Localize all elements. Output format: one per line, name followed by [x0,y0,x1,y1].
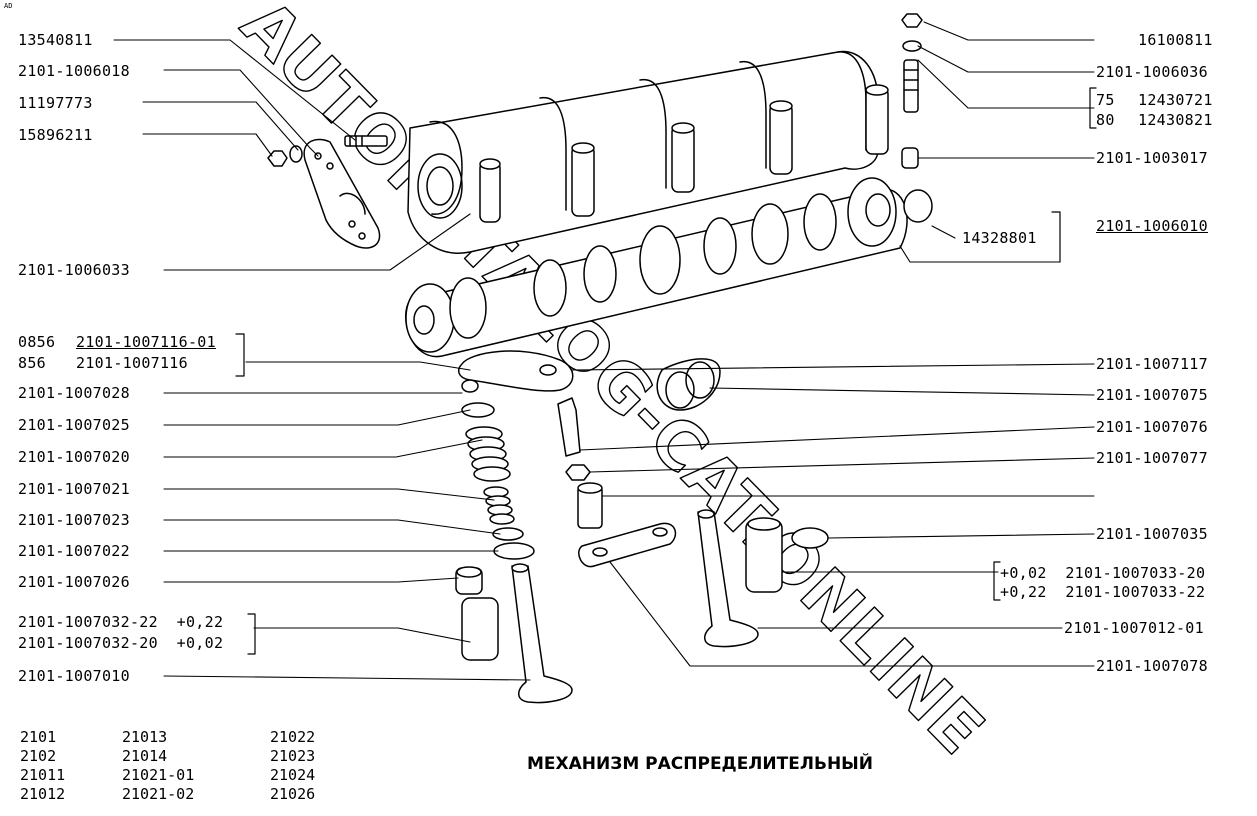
plug-cap [903,189,933,223]
label-2101-1007020: 2101-1007020 [18,448,130,466]
guide-ring [791,527,829,549]
washer [289,145,303,163]
label-0856: 0856 [18,333,56,351]
label-2101-1007117: 2101-1007117 [1096,355,1208,373]
label-856: 856 [18,354,46,372]
model-cell: 21023 [270,747,316,765]
label-2101-1007028: 2101-1007028 [18,384,130,402]
spring-plate-bracket [578,522,677,568]
top-nut [901,13,923,28]
model-cell: 21021-01 [122,766,195,784]
label-2101-1007026: 2101-1007026 [18,573,130,591]
camshaft-housing [407,50,889,254]
dowel-bush [901,147,919,169]
adjusting-bushing [577,482,603,529]
model-cell: 21013 [122,728,168,746]
model-cell: 21014 [122,747,168,765]
corner-mark: AD [4,2,13,10]
label-2101-1007025: 2101-1007025 [18,416,130,434]
valve-guide-right [745,517,783,593]
model-cell: 21024 [270,766,316,784]
label-15896211: 15896211 [18,126,93,144]
nut [267,150,288,167]
outer-spring [465,426,511,482]
label-2101-1007010: 2101-1007010 [18,667,130,685]
label-brackets [235,87,1097,655]
label-12430721: 12430721 [1138,91,1213,109]
label-2101-1007023: 2101-1007023 [18,511,130,529]
valve-stem-seal [455,566,483,595]
label-11197773: 11197773 [18,94,93,112]
label-2101-1007035: 2101-1007035 [1096,525,1208,543]
top-washer [902,40,922,52]
inner-washer [492,527,524,541]
camshaft [405,177,908,358]
housing-bosses [479,84,889,223]
label-2101-1007076: 2101-1007076 [1096,418,1208,436]
model-cell: 2101 [20,728,57,746]
stud-bolt [344,135,388,147]
label-2101-1007033-22: +0,22 2101-1007033-22 [1000,583,1206,601]
label-2101-1007032-20: 2101-1007032-20 +0,02 [18,634,224,652]
exhaust-valve [511,563,573,704]
model-cell: 21011 [20,766,66,784]
model-cell: 21021-02 [122,785,195,803]
leader-lines [113,21,1095,681]
label-2101-1007078: 2101-1007078 [1096,657,1208,675]
label-2101-1006036: 2101-1006036 [1096,63,1208,81]
rocker-arm [457,350,574,392]
label-2101-1007032-22: 2101-1007032-22 +0,22 [18,613,224,631]
model-cell: 21012 [20,785,66,803]
label-2101-1003017: 2101-1003017 [1096,149,1208,167]
spring-plate [461,402,495,418]
label-2101-1006018: 2101-1006018 [18,62,130,80]
label-2101-1006010: 2101-1006010 [1096,217,1208,235]
label-2101-1007033-20: +0,02 2101-1007033-20 [1000,564,1206,582]
model-cell: 21026 [270,785,316,803]
label-2101-1007012-01: 2101-1007012-01 [1064,619,1204,637]
label-2101-1007075: 2101-1007075 [1096,386,1208,404]
valve-guide-left [461,597,499,661]
label-2101-1007022: 2101-1007022 [18,542,130,560]
label-80: 80 [1096,111,1115,129]
label-16100811: 16100811 [1138,31,1213,49]
label-2101-1006033: 2101-1006033 [18,261,130,279]
adjusting-bolt [557,397,581,457]
label-2101-1007077: 2101-1007077 [1096,449,1208,467]
model-cell: 21022 [270,728,316,746]
lock-nut [565,464,591,481]
intake-valve [697,509,759,648]
top-stud [903,59,919,113]
label-2101-1007116-01: 2101-1007116-01 [76,333,216,351]
diagram-title: МЕХАНИЗМ РАСПРЕДЕЛИТЕЛЬНЫЙ [527,754,874,774]
label-2101-1007116: 2101-1007116 [76,354,188,372]
chain-guide-bracket [303,138,381,249]
label-12430821: 12430821 [1138,111,1213,129]
model-cell: 2102 [20,747,57,765]
valve-keepers [461,379,479,393]
inner-spring [483,486,515,525]
outer-washer [493,542,535,560]
label-75: 75 [1096,91,1115,109]
label-2101-1007021: 2101-1007021 [18,480,130,498]
label-13540811: 13540811 [18,31,93,49]
label-14328801: 14328801 [962,229,1037,247]
rocker-spring [656,358,721,411]
